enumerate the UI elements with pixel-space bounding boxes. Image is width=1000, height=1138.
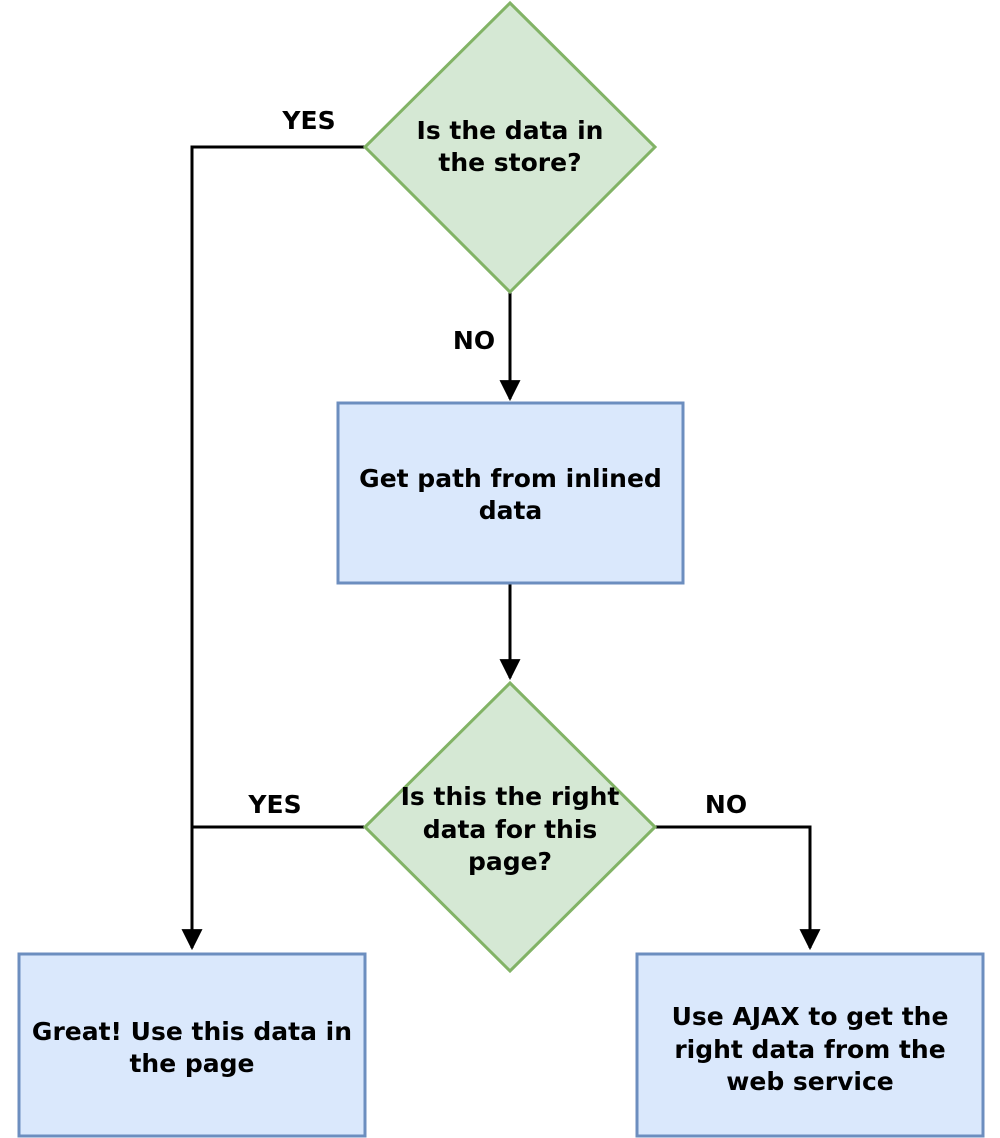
edge-store-yes [181,145,368,951]
use-ajax-label: Use AJAX to get the right data from the … [671,1002,949,1097]
edge-store-no-label: NO [452,326,496,355]
decision-right-data-shape[interactable] [362,680,658,974]
get-path-box[interactable] [336,401,685,585]
edge-right-yes-label: YES [248,790,302,819]
edge-right-no-label: NO [704,790,748,819]
edge-right-no [655,825,821,951]
use-data-box[interactable] [17,952,367,1138]
decision-store-shape[interactable] [362,0,658,295]
use-ajax-box[interactable] [635,952,985,1138]
edge-store-yes-label: YES [282,106,336,135]
decision-right-data-label: Is this the right data for this page? [400,782,620,877]
decision-store-label: Is the data in the store? [416,115,604,178]
get-path-label: Get path from inlined data [359,463,662,526]
use-data-label: Great! Use this data in the page [31,1016,353,1079]
